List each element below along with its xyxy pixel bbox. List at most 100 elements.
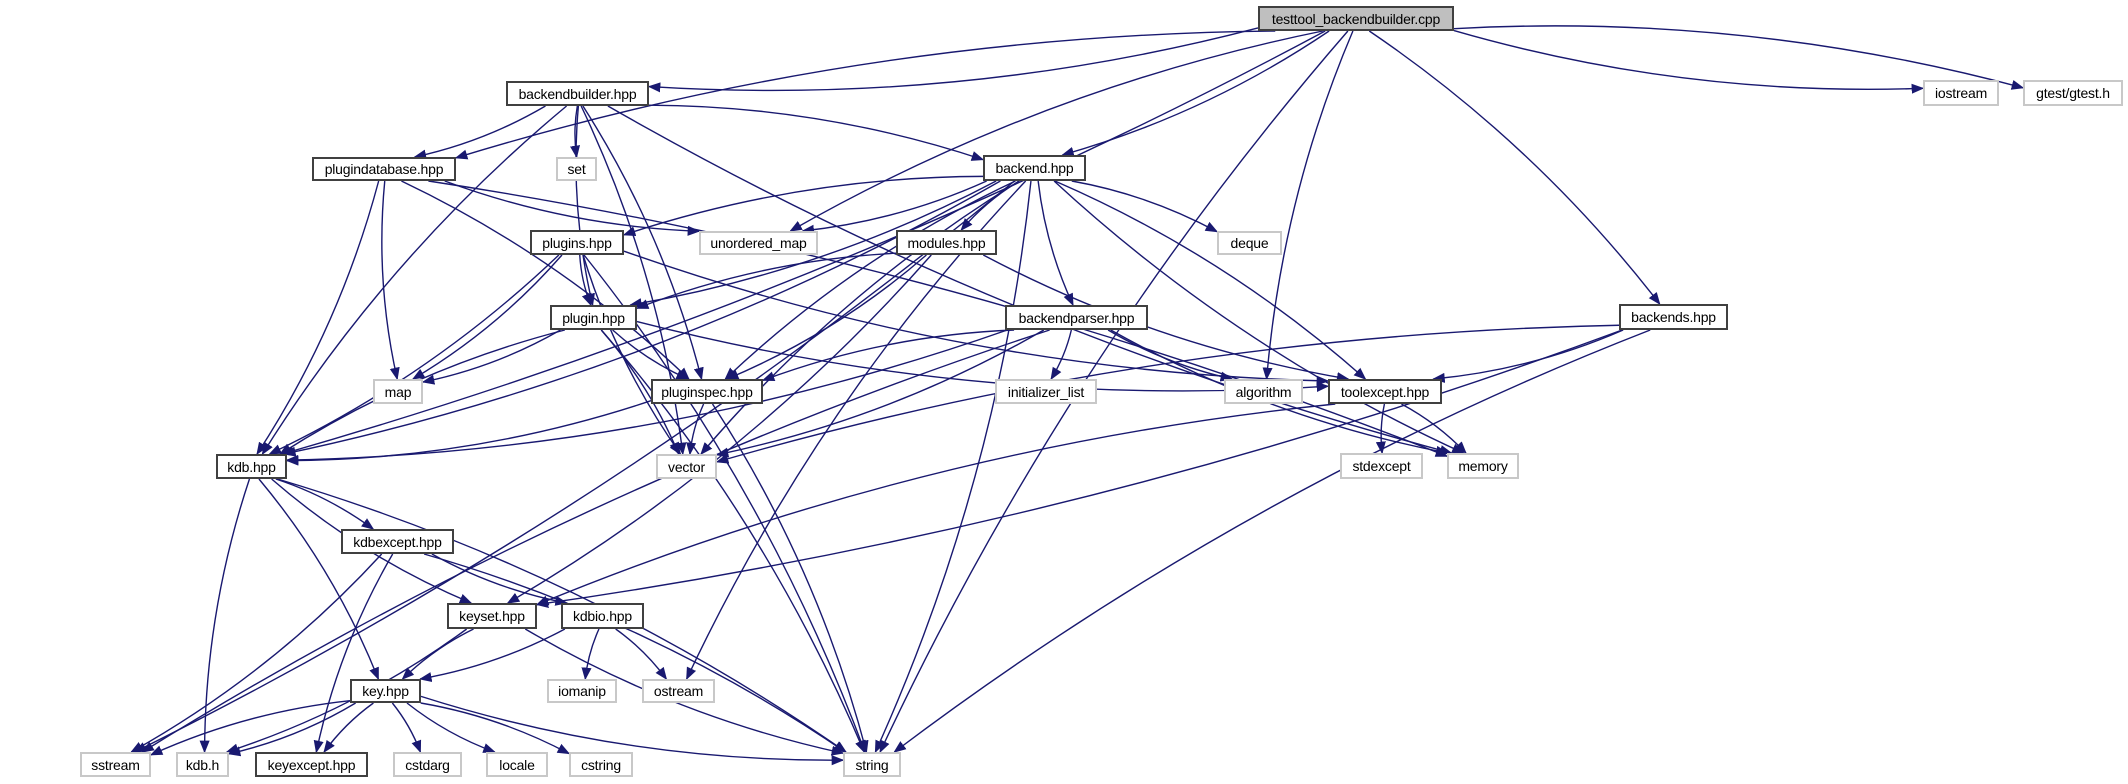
node-stdexcept: stdexcept — [1340, 453, 1423, 479]
node-plugins-hpp[interactable]: plugins.hpp — [530, 230, 624, 255]
edge-backends-to-toolexcept — [1432, 329, 1624, 383]
edge-backends-to-vector — [715, 324, 1620, 464]
edge-pluginspec-to-vector — [686, 403, 705, 456]
edge-backendparser-to-initializer_list — [1050, 329, 1073, 381]
node-modules-hpp[interactable]: modules.hpp — [896, 230, 997, 255]
edge-backend-to-toolexcept — [1054, 180, 1367, 380]
edge-root-to-iostream — [1453, 29, 1925, 94]
edge-kdbio-to-key — [418, 628, 566, 682]
edge-key-to-kdb_h — [227, 702, 356, 757]
node-keyexcept-hpp[interactable]: keyexcept.hpp — [255, 752, 368, 777]
edge-key-to-locale — [406, 702, 496, 753]
edge-backend-to-sstream — [133, 180, 1015, 753]
edge-backend-to-vector — [700, 180, 1020, 455]
node-backend-hpp[interactable]: backend.hpp — [983, 155, 1086, 181]
edge-plugins-to-kdb — [268, 254, 560, 455]
edge-backends-to-string — [893, 329, 1651, 753]
node-testtool-backendbuilder-cpp[interactable]: testtool_backendbuilder.cpp — [1258, 6, 1454, 31]
edge-backendparser-to-sstream — [141, 329, 1050, 753]
node-gtest-h: gtest/gtest.h — [2023, 80, 2123, 106]
edge-kdbexcept-to-string — [423, 553, 847, 753]
edge-backendbuilder-to-plugindatabase — [413, 105, 546, 160]
edge-backend-to-string — [874, 180, 1032, 754]
node-deque: deque — [1217, 231, 1282, 255]
node-sstream: sstream — [80, 752, 151, 777]
edge-backend-to-kdb — [283, 180, 1001, 457]
node-memory: memory — [1447, 453, 1519, 479]
edge-plugindatabase-to-pluginspec — [401, 180, 690, 380]
node-backendparser-hpp[interactable]: backendparser.hpp — [1005, 305, 1148, 330]
edge-keyset-to-kdb_h — [225, 628, 468, 754]
edge-plugindatabase-to-kdb — [256, 180, 380, 456]
node-kdb-hpp[interactable]: kdb.hpp — [216, 454, 287, 479]
edge-key-to-cstring — [420, 702, 571, 755]
edge-backend-to-plugin — [629, 180, 997, 309]
node-unordered-map: unordered_map — [699, 231, 818, 255]
node-kdbio-hpp[interactable]: kdbio.hpp — [561, 603, 644, 629]
edge-backend-to-memory — [1053, 180, 1465, 454]
edge-kdbexcept-to-kdbio — [431, 553, 568, 606]
node-plugin-hpp[interactable]: plugin.hpp — [550, 305, 637, 330]
node-iostream: iostream — [1923, 80, 1999, 106]
edge-root-to-string — [879, 30, 1349, 754]
edge-backendparser-to-vector — [715, 329, 1045, 458]
edge-backendbuilder-to-pluginspec — [582, 105, 704, 381]
edge-root-to-kdb — [281, 30, 1326, 456]
edge-kdb-to-string — [277, 478, 848, 753]
node-backends-hpp[interactable]: backends.hpp — [1619, 304, 1728, 330]
edge-backend-to-unordered_map — [801, 180, 987, 235]
edge-backends-to-keyset — [535, 329, 1623, 609]
edge-key-to-keyexcept — [323, 702, 374, 754]
node-kdbexcept-hpp[interactable]: kdbexcept.hpp — [341, 529, 454, 554]
node-vector: vector — [656, 454, 717, 479]
node-pluginspec-hpp[interactable]: pluginspec.hpp — [651, 379, 763, 404]
node-key-hpp[interactable]: key.hpp — [350, 679, 421, 703]
edge-plugin-to-pluginspec — [612, 329, 689, 380]
edge-kdb-to-kdbexcept — [275, 478, 375, 530]
node-string: string — [843, 752, 901, 777]
edge-root-to-plugindatabase — [454, 30, 1276, 160]
edge-root-to-algorithm — [1262, 30, 1354, 381]
edge-plugin-to-map — [421, 329, 561, 385]
node-locale: locale — [486, 752, 548, 777]
edge-backend-to-plugins — [622, 175, 984, 237]
edge-root-to-backend — [1061, 30, 1330, 157]
edge-modules-to-pluginspec — [725, 254, 927, 380]
node-iomanip: iomanip — [547, 679, 617, 703]
node-cstdarg: cstdarg — [393, 752, 462, 777]
node-algorithm: algorithm — [1224, 379, 1303, 404]
edge-key-to-cstdarg — [391, 702, 422, 754]
node-keyset-hpp[interactable]: keyset.hpp — [447, 603, 537, 629]
node-cstring: cstring — [569, 752, 633, 777]
edge-modules-to-keyset — [506, 254, 932, 604]
edge-plugin-to-string — [600, 329, 865, 754]
edge-key-to-string — [420, 695, 845, 766]
edge-kdbio-to-ostream — [615, 628, 668, 681]
edge-toolexcept-to-keyset — [535, 403, 1336, 606]
edge-backendbuilder-to-vector — [580, 105, 687, 456]
edge-root-to-backends — [1368, 30, 1661, 305]
edge-pluginspec-to-string — [711, 403, 869, 754]
edge-plugins-to-map — [411, 254, 563, 380]
node-ostream: ostream — [642, 679, 715, 703]
node-kdb-h: kdb.h — [176, 752, 229, 777]
edge-key-to-sstream — [149, 699, 351, 756]
edge-backendparser-to-pluginspec — [761, 329, 1015, 382]
edge-pluginspec-to-kdb — [285, 400, 652, 466]
node-toolexcept-hpp[interactable]: toolexcept.hpp — [1328, 379, 1442, 404]
edge-kdbexcept-to-keyexcept — [313, 553, 394, 754]
edge-plugins-to-plugin — [579, 254, 592, 307]
edge-backend-to-deque — [1071, 180, 1219, 233]
edge-root-to-unordered_map — [789, 30, 1323, 232]
edge-backendparser-to-memory — [1110, 329, 1449, 456]
edge-kdb-to-kdb_h — [199, 478, 251, 754]
node-backendbuilder-hpp[interactable]: backendbuilder.hpp — [506, 81, 649, 106]
edge-root-to-backendbuilder — [647, 27, 1259, 93]
edge-backend-to-backendparser — [1037, 180, 1074, 307]
edge-kdbio-to-iomanip — [581, 628, 600, 681]
edge-backendbuilder-to-backend — [648, 104, 985, 161]
edge-plugindatabase-to-map — [381, 180, 400, 381]
node-plugindatabase-hpp[interactable]: plugindatabase.hpp — [312, 157, 456, 181]
node-set: set — [556, 157, 597, 181]
